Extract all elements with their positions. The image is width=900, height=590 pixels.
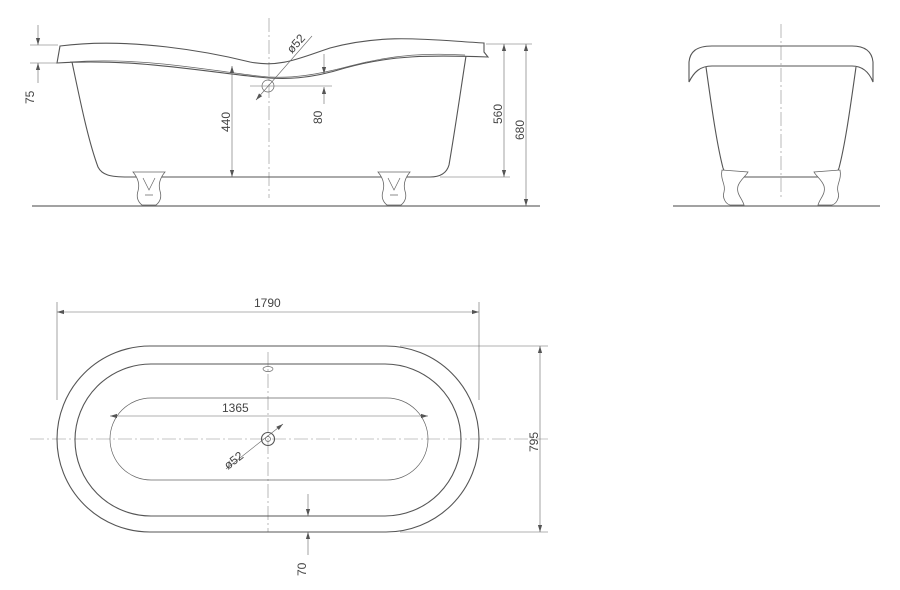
side-right-foot-detail <box>387 177 401 196</box>
plan-view: ø52 1790 1365 795 70 <box>30 296 548 576</box>
side-rim-height-label: 75 <box>23 90 37 104</box>
plan-total-length-label: 1790 <box>254 296 281 310</box>
plan-inner-rim <box>74 363 462 517</box>
plan-drain-leader <box>225 423 284 470</box>
plan-drain-outer <box>260 431 276 447</box>
side-rim-outline <box>56 38 490 80</box>
side-elevation-view: ø52 75 440 80 560 680 <box>23 18 540 207</box>
plan-outer-rim <box>56 345 480 533</box>
side-left-foot <box>132 171 166 206</box>
plan-drain-diameter-label: ø52 <box>221 448 246 472</box>
plan-inner-length-label: 1365 <box>222 401 249 415</box>
side-right-foot <box>377 171 411 206</box>
end-elevation-view <box>673 24 880 207</box>
side-tub-body <box>71 55 467 178</box>
side-inner-depth-label: 440 <box>219 112 233 132</box>
plan-total-width-label: 795 <box>527 432 541 452</box>
plan-drain-inner <box>265 436 271 442</box>
side-total-height-label: 680 <box>513 120 527 140</box>
plan-rim-width-label: 70 <box>295 562 309 576</box>
side-body-height-label: 560 <box>491 104 505 124</box>
side-drain-offset-label: 80 <box>311 110 325 124</box>
end-tub-body <box>705 66 857 178</box>
end-left-foot <box>721 169 749 206</box>
plan-overflow <box>262 366 274 372</box>
side-rim-inner-curve <box>69 53 466 78</box>
side-drain-diameter-label: ø52 <box>284 31 308 56</box>
plan-basin-bottom <box>109 397 429 481</box>
end-right-foot <box>813 169 841 206</box>
side-drain-leader <box>255 35 313 101</box>
end-rim-outline <box>688 45 874 83</box>
side-left-foot-detail <box>142 177 156 196</box>
